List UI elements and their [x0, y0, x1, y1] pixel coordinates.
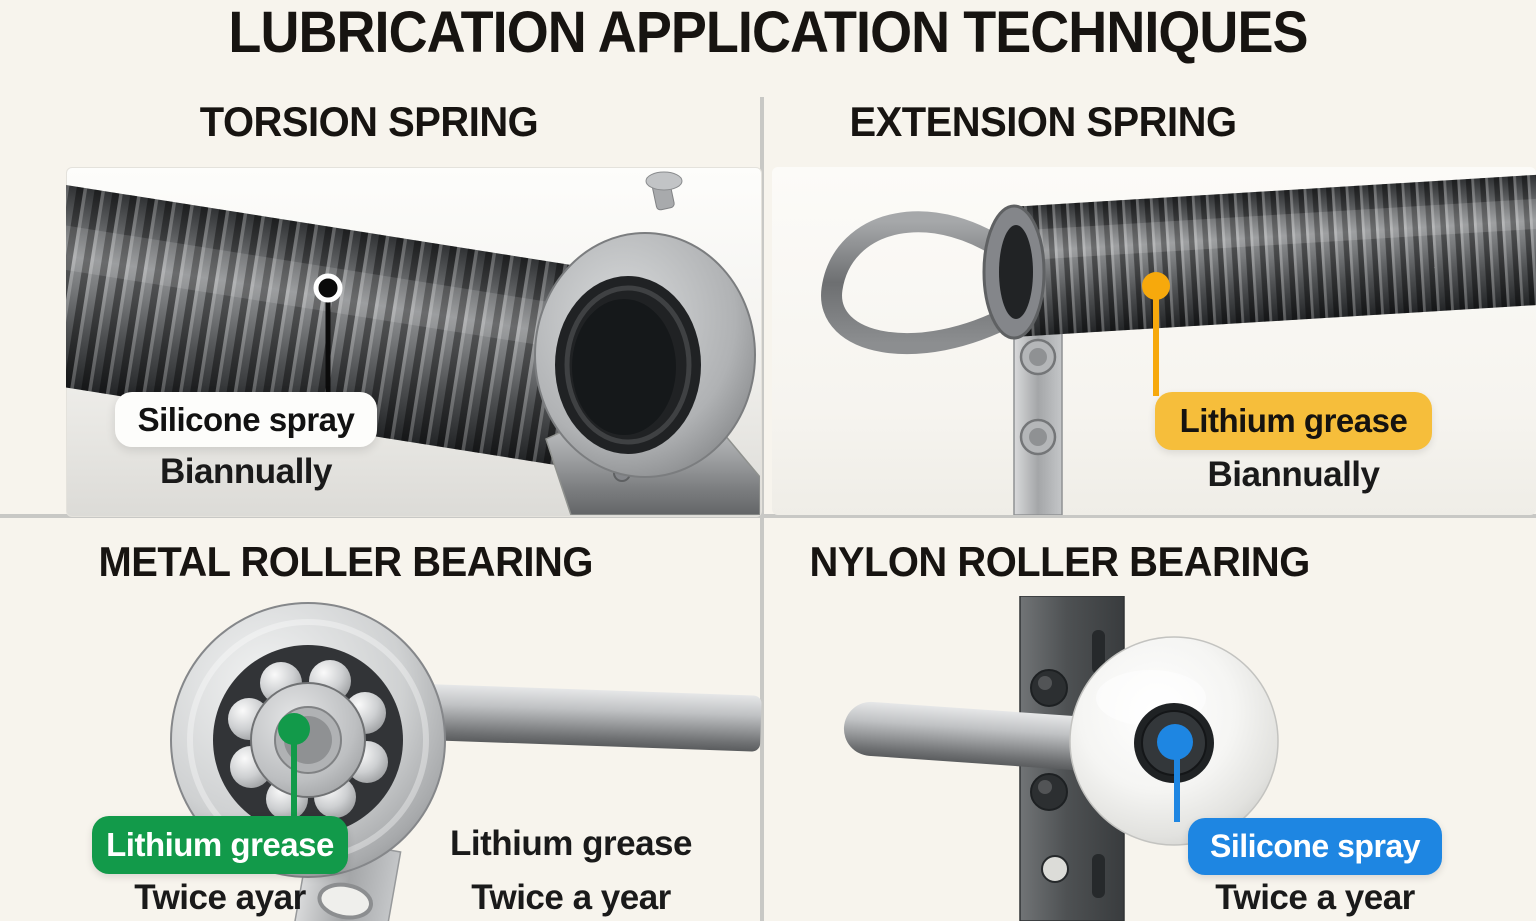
spring-loop-hook	[821, 211, 1027, 355]
stem-slot	[317, 882, 373, 920]
torsion-spring-heading: TORSION SPRING	[199, 98, 539, 145]
metal-roller-lubricant-pill: Lithium grease	[92, 816, 348, 874]
track-bolt	[1030, 773, 1068, 811]
extension-lubricant-pill: Lithium grease	[1155, 392, 1432, 450]
horizontal-divider	[0, 514, 1536, 518]
metal-roller-heading: METAL ROLLER BEARING	[98, 538, 594, 585]
roller-shaft	[423, 684, 762, 752]
ball-bearing	[170, 602, 446, 878]
track-hole	[1041, 855, 1069, 883]
extension-spring-coil	[1010, 174, 1536, 337]
extension-spring-heading: EXTENSION SPRING	[849, 98, 1237, 145]
track-bolt	[1030, 669, 1068, 707]
metal-roller-secondary-frequency: Twice a year	[471, 878, 671, 917]
metal-roller-frequency-label: Twice ayar	[134, 878, 306, 917]
torsion-callout-dot	[313, 273, 343, 303]
winding-cone	[534, 171, 756, 478]
main-title: LUBRICATION APPLICATION TECHNIQUES	[228, 0, 1308, 65]
coil-open-end	[982, 204, 1046, 340]
extension-spring-illustration	[821, 174, 1536, 515]
strap-bolt	[1019, 338, 1057, 376]
nylon-roller-lubricant-pill: Silicone spray	[1188, 818, 1442, 875]
track-slot	[1092, 630, 1105, 674]
metal-roller-callout-dot	[278, 713, 310, 745]
extension-frequency-label: Biannually	[1207, 455, 1380, 494]
torsion-frequency-label: Biannually	[160, 452, 332, 491]
nylon-roller-heading: NYLON ROLLER BEARING	[809, 538, 1311, 585]
vertical-divider	[760, 97, 764, 921]
track-slot	[1092, 854, 1105, 898]
nylon-roller-frequency-label: Twice a year	[1215, 878, 1415, 917]
nylon-roller-callout-dot	[1157, 724, 1193, 760]
strap-bolt	[1019, 418, 1057, 456]
extension-callout-dot	[1142, 272, 1170, 300]
torsion-lubricant-pill: Silicone spray	[115, 392, 377, 447]
metal-roller-secondary-label: Lithium grease	[450, 824, 692, 863]
nylon-roller-illustration	[843, 596, 1279, 921]
